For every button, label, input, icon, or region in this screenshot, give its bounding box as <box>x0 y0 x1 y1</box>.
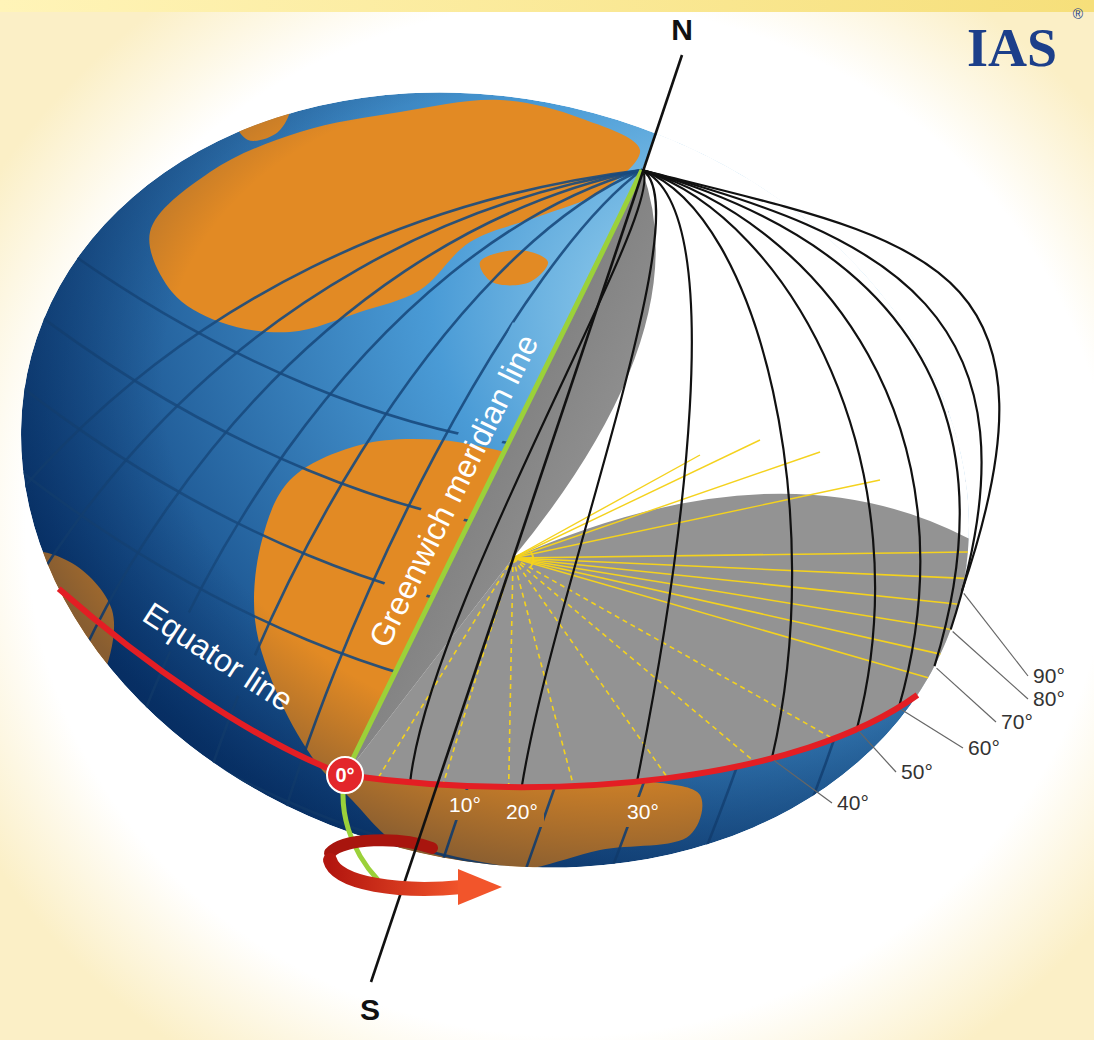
angle-line <box>513 558 964 578</box>
angle-line <box>513 558 928 678</box>
leader-line <box>953 632 1028 699</box>
origin-label: 0° <box>335 764 354 786</box>
globe-shading <box>0 0 1057 971</box>
degree-label-holder: 40° <box>837 791 869 815</box>
angle-line <box>513 452 820 558</box>
angle-line <box>513 558 959 604</box>
equator-line <box>59 589 918 787</box>
leader-line <box>937 668 996 722</box>
pole-label-holder: S <box>360 993 380 1028</box>
logo-mark-holder: ® <box>1073 6 1083 22</box>
angle-line <box>513 552 968 558</box>
origin-marker: 0° <box>326 756 364 794</box>
degree-label: 70° <box>1001 710 1033 734</box>
earth-axis <box>371 55 682 982</box>
logo-mark: ® <box>1073 6 1083 22</box>
angle-line-dashed <box>513 558 833 739</box>
degree-label: 90° <box>1033 664 1065 688</box>
pole-label-holder: N <box>671 13 693 48</box>
degree-label-holder: 30° <box>627 800 659 824</box>
degree-label-holder: 50° <box>901 760 933 784</box>
degree-label: 20° <box>506 800 538 824</box>
meridian-arc <box>522 170 656 787</box>
angle-line <box>513 455 700 558</box>
leader-line <box>859 731 896 772</box>
top-band <box>0 0 1094 12</box>
logo-text: IAS <box>967 17 1057 79</box>
angle-line-dashed <box>513 558 574 786</box>
greenwich-line <box>343 170 642 880</box>
degree-label-holder: 60° <box>968 736 1000 760</box>
meridian-arc <box>637 170 692 782</box>
angle-mark <box>530 552 533 568</box>
meridian-arc <box>642 170 875 729</box>
meridian-arc <box>642 170 792 758</box>
leader-lines <box>774 593 1028 803</box>
rotation-arrow-front <box>330 860 462 889</box>
leader-line <box>774 760 832 803</box>
angle-line <box>513 558 940 654</box>
meridian-arc <box>642 170 982 630</box>
angle-line <box>513 480 880 558</box>
degree-label: 80° <box>1033 687 1065 711</box>
degree-label-holder: 20° <box>506 800 538 824</box>
degree-label: 50° <box>901 760 933 784</box>
degree-label-holder: 80° <box>1033 687 1065 711</box>
degree-label-holder: 70° <box>1001 710 1033 734</box>
angle-line-dashed <box>509 558 513 787</box>
meridian-arc <box>642 170 999 591</box>
cutaway-void <box>345 134 969 787</box>
degree-label: 10° <box>449 793 481 817</box>
rotation-arrow-head <box>458 869 502 905</box>
degree-label: 40° <box>837 791 869 815</box>
leader-line <box>964 593 1028 676</box>
meridian-arc <box>642 170 920 707</box>
meridian-arc <box>642 170 960 666</box>
pole-label: S <box>360 993 380 1028</box>
logo-text-holder: IAS <box>967 17 1057 79</box>
degree-label-holder: 10° <box>449 793 481 817</box>
degree-label: 30° <box>627 800 659 824</box>
pole-label: N <box>671 13 693 48</box>
degree-label: 60° <box>968 736 1000 760</box>
globe <box>0 0 1057 971</box>
leader-line <box>901 709 963 748</box>
globe-sea <box>0 0 1057 971</box>
angle-line <box>513 558 951 630</box>
meridian-arcs <box>410 170 999 787</box>
angle-line <box>513 440 760 558</box>
degree-label-holder: 90° <box>1033 664 1065 688</box>
